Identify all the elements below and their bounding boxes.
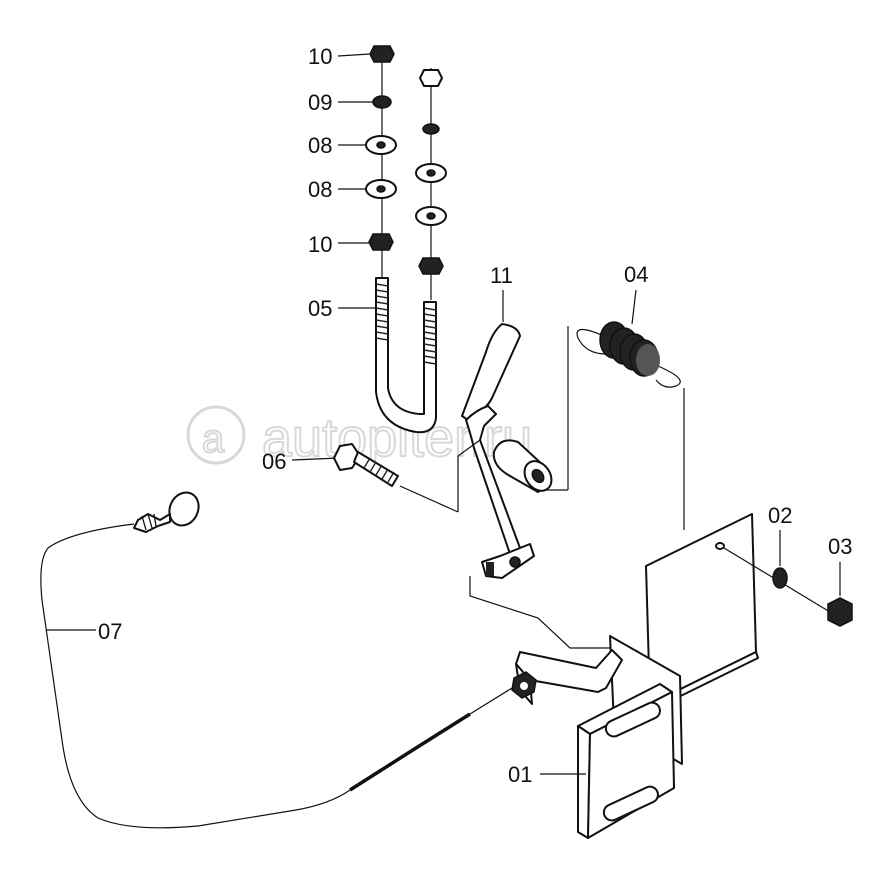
- u-bolt: [375, 277, 437, 434]
- svg-text:06: 06: [262, 449, 286, 474]
- callout-10-top: 10: [308, 44, 371, 69]
- lever-arm: 11: [457, 263, 610, 649]
- svg-text:04: 04: [624, 262, 648, 287]
- throttle-cable: 07: [40, 491, 513, 829]
- svg-text:a: a: [202, 417, 225, 461]
- callout-05: 05: [308, 296, 376, 321]
- svg-text:09: 09: [308, 90, 332, 115]
- callout-01: 01: [508, 762, 532, 787]
- hardware-stack-left: [365, 45, 397, 280]
- mounting-bracket: 01: [508, 513, 759, 839]
- hardware-stack-right: [415, 68, 447, 300]
- return-spring: 04: [546, 262, 685, 530]
- callout-08-upper: 08: [308, 133, 366, 158]
- svg-text:10: 10: [308, 232, 332, 257]
- svg-text:05: 05: [308, 296, 332, 321]
- callout-07: 07: [98, 619, 122, 644]
- callout-02: 02: [768, 503, 792, 528]
- svg-text:10: 10: [308, 44, 332, 69]
- washer-and-nut: 02 03: [723, 503, 853, 627]
- pivot-bolt: 06: [262, 443, 459, 513]
- callout-09: 09: [308, 90, 373, 115]
- svg-text:08: 08: [308, 133, 332, 158]
- callout-08-lower: 08: [308, 177, 366, 202]
- callout-03: 03: [828, 534, 852, 559]
- svg-text:11: 11: [490, 263, 513, 288]
- callout-10-lower: 10: [308, 232, 369, 257]
- svg-text:08: 08: [308, 177, 332, 202]
